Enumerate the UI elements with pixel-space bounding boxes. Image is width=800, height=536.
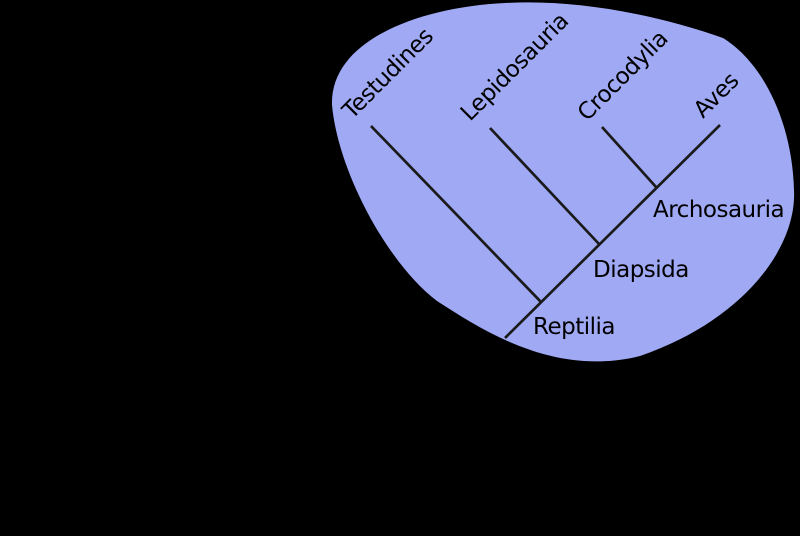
- clade-label-reptilia: Reptilia: [533, 314, 615, 340]
- branch-lines: [370, 124, 721, 339]
- clade-label-archosauria: Archosauria: [653, 197, 784, 223]
- lepidosauria-branch-line: [489, 127, 600, 245]
- clade-label-diapsida: Diapsida: [593, 257, 689, 283]
- crocodylia-branch-line: [600, 126, 658, 188]
- reptilia-clade-highlight-blob: [331, 2, 795, 362]
- testudines-branch-line: [370, 125, 542, 303]
- trunk-reptilia-to-aves-line: [504, 124, 721, 339]
